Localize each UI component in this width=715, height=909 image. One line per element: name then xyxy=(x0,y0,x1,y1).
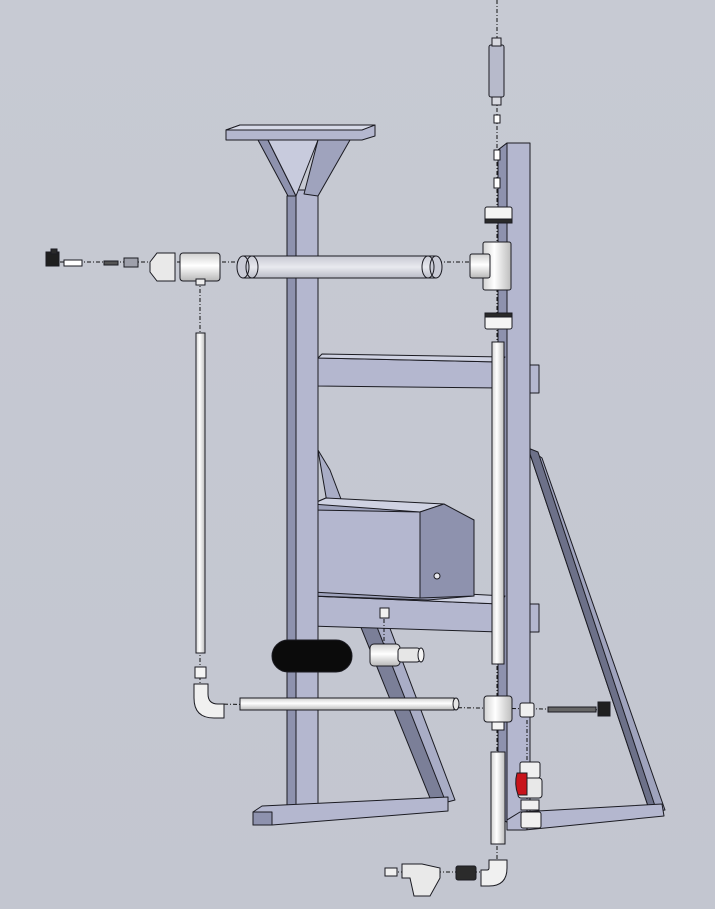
black-cylinder-tank xyxy=(271,639,353,673)
bottom-elbow xyxy=(480,859,508,887)
upper-left-fittings xyxy=(45,248,221,286)
y-strainer xyxy=(401,863,441,897)
ball-valve xyxy=(515,761,543,829)
left-tee-fitting xyxy=(179,252,221,282)
left-base-foot xyxy=(252,796,449,826)
support-frame xyxy=(225,124,666,831)
right-vertical-pipe xyxy=(491,341,505,665)
cross-fitting xyxy=(483,695,513,723)
lower-assembly xyxy=(193,607,611,897)
bottom-vertical-pipe xyxy=(490,751,506,845)
cable-connector-right xyxy=(597,701,611,717)
right-base-foot xyxy=(506,803,665,831)
valve-handle xyxy=(515,772,528,796)
top-hopper xyxy=(225,124,376,197)
left-vertical-pipe xyxy=(195,332,206,654)
top-sensor-stack xyxy=(484,37,513,224)
left-elbow xyxy=(193,683,225,719)
end-cap xyxy=(149,252,176,282)
sensor-tee xyxy=(369,643,401,667)
upper-right-tee xyxy=(469,241,513,330)
upper-crossbar xyxy=(317,357,501,389)
main-horizontal-pipe xyxy=(236,255,443,279)
lower-horizontal-pipe xyxy=(239,697,455,711)
control-box xyxy=(311,497,475,601)
box-latch xyxy=(433,572,441,580)
inline-sensor-body xyxy=(488,44,505,98)
